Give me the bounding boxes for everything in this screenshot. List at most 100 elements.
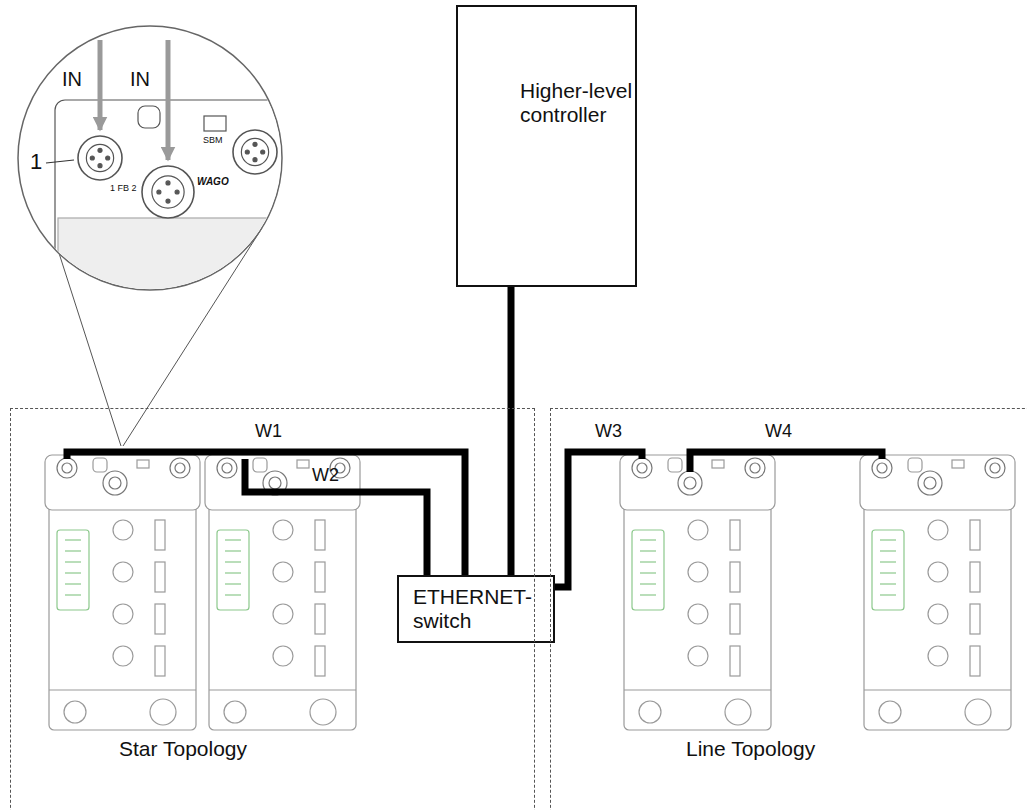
zoom-detail [55, 100, 305, 300]
body-line [209, 689, 356, 690]
io-module-drawing [620, 455, 775, 730]
topology-region: Star Topology [10, 408, 535, 810]
module-body [624, 505, 771, 730]
node-text: Higher-level controller [520, 79, 635, 127]
connector-face [241, 138, 268, 165]
io-led-strip [155, 562, 165, 592]
io-connector [688, 520, 708, 540]
mount-hole [93, 458, 107, 472]
network-cable [67, 452, 465, 576]
status-led [65, 572, 81, 573]
in-arrow [98, 40, 103, 130]
io-led-strip [730, 562, 740, 592]
network-cable [554, 452, 642, 587]
node-text: ETHERNET-switch [413, 585, 539, 633]
body-line [624, 689, 771, 690]
io-connector [928, 604, 948, 624]
pin [175, 190, 179, 194]
body-line [864, 689, 1011, 690]
status-led [225, 572, 241, 573]
bus-connector [639, 701, 661, 723]
power-connector [150, 699, 176, 725]
status-led [65, 561, 81, 562]
wire-label: W3 [595, 422, 622, 442]
m12-connector [233, 130, 277, 174]
bus-connector [64, 701, 86, 723]
io-connector [688, 646, 708, 666]
status-led [880, 561, 896, 562]
io-connector [928, 646, 948, 666]
wire-group [67, 452, 882, 587]
status-led [880, 572, 896, 573]
power-connector [965, 699, 991, 725]
io-connector [688, 562, 708, 582]
pin [98, 164, 102, 168]
status-led [65, 539, 81, 540]
pin [98, 148, 102, 152]
wire-label: W2 [312, 466, 339, 486]
callout-number: 1 [30, 150, 42, 174]
brand-logo: WAGO [197, 176, 229, 187]
connector-pins [637, 463, 647, 473]
status-led [880, 539, 896, 540]
node-text: Line Topology [686, 737, 815, 761]
pin [245, 150, 249, 154]
bus-connector [224, 701, 246, 723]
m12-connector [78, 136, 122, 180]
io-led-strip [970, 562, 980, 592]
connector-pins [62, 463, 72, 473]
body-line [49, 689, 196, 690]
power-connector [310, 699, 336, 725]
controller-box: Higher-level controller [456, 5, 637, 287]
io-connector [273, 520, 293, 540]
status-led [225, 583, 241, 584]
connector-pins [990, 463, 1000, 473]
port-marking: 1 FB 2 [110, 184, 137, 194]
mount-hole [668, 458, 682, 472]
pin [166, 199, 170, 203]
io-led-strip [155, 520, 165, 550]
led [137, 460, 149, 468]
io-connector [928, 562, 948, 582]
pin [106, 156, 110, 160]
topology-region: Line Topology [550, 408, 1027, 810]
m12-connector [985, 458, 1005, 478]
m12-connector [57, 458, 77, 478]
io-connector [273, 646, 293, 666]
io-led-strip [730, 604, 740, 634]
io-connector [928, 520, 948, 540]
connector-face [86, 144, 113, 171]
io-led-strip [155, 604, 165, 634]
io-led-strip [315, 520, 325, 550]
io-connector [113, 520, 133, 540]
io-led-strip [730, 646, 740, 676]
status-panel [57, 530, 89, 610]
module-top-plate [205, 455, 360, 510]
plate-lower [58, 218, 302, 298]
connector-pins [222, 463, 232, 473]
port-label: IN [62, 68, 82, 90]
switch-box: ETHERNET-switch [397, 575, 555, 643]
io-connector [113, 562, 133, 582]
io-connector [113, 646, 133, 666]
sbm-led [204, 116, 226, 131]
io-connector [273, 604, 293, 624]
status-led [880, 594, 896, 595]
connector-pins [924, 477, 936, 489]
port-label: IN [130, 68, 150, 90]
m12-connector [872, 458, 892, 478]
pin [253, 158, 257, 162]
module-top-plate [620, 455, 775, 510]
status-led [880, 583, 896, 584]
m12-connector [745, 458, 765, 478]
led-marking: SBM [203, 136, 223, 146]
io-led-strip [155, 646, 165, 676]
module-top-plate [45, 455, 200, 510]
network-cable [690, 452, 882, 472]
m12-connector [918, 471, 942, 495]
status-led [65, 583, 81, 584]
callout-leader [46, 160, 74, 163]
status-led [640, 572, 656, 573]
